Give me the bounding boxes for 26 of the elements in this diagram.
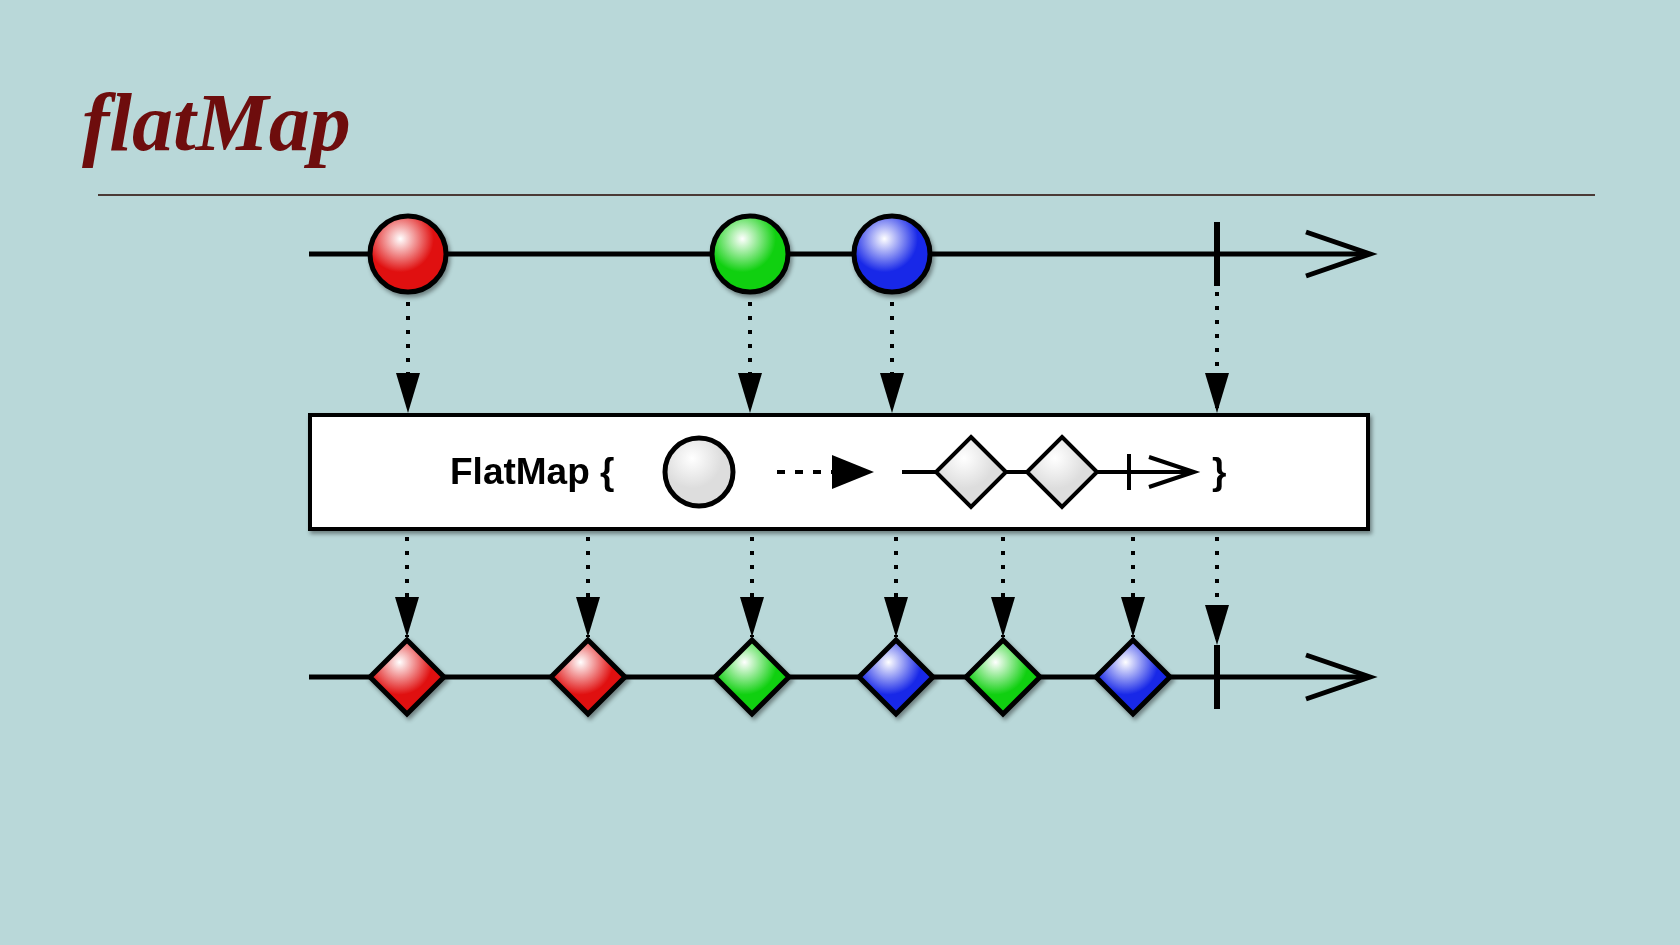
diamond-marker xyxy=(963,637,1043,717)
diamond-marker xyxy=(712,637,792,717)
operator-label: FlatMap { xyxy=(450,450,615,494)
dotted-arrow xyxy=(991,537,1015,637)
dotted-arrow xyxy=(738,302,762,413)
marble xyxy=(366,212,450,296)
dotted-arrow xyxy=(1205,292,1229,413)
diamond-marker xyxy=(548,637,628,717)
marble xyxy=(708,212,792,296)
dotted-arrow xyxy=(576,537,600,637)
diagram-title: flatMap xyxy=(82,78,351,169)
dotted-arrow xyxy=(395,537,419,637)
diamond-marker xyxy=(367,637,447,717)
diamond-marker xyxy=(1093,637,1173,717)
dotted-arrow xyxy=(740,537,764,637)
operator-box xyxy=(308,413,1370,531)
dotted-arrow xyxy=(880,302,904,413)
closing-brace: } xyxy=(1212,450,1227,494)
dotted-arrow xyxy=(1121,537,1145,637)
completion-bar xyxy=(1214,222,1220,286)
dotted-arrow xyxy=(1205,537,1229,645)
completion-bar xyxy=(1214,645,1220,709)
marble xyxy=(850,212,934,296)
dotted-arrow xyxy=(396,302,420,413)
diamond-marker xyxy=(856,637,936,717)
dotted-arrow xyxy=(884,537,908,637)
